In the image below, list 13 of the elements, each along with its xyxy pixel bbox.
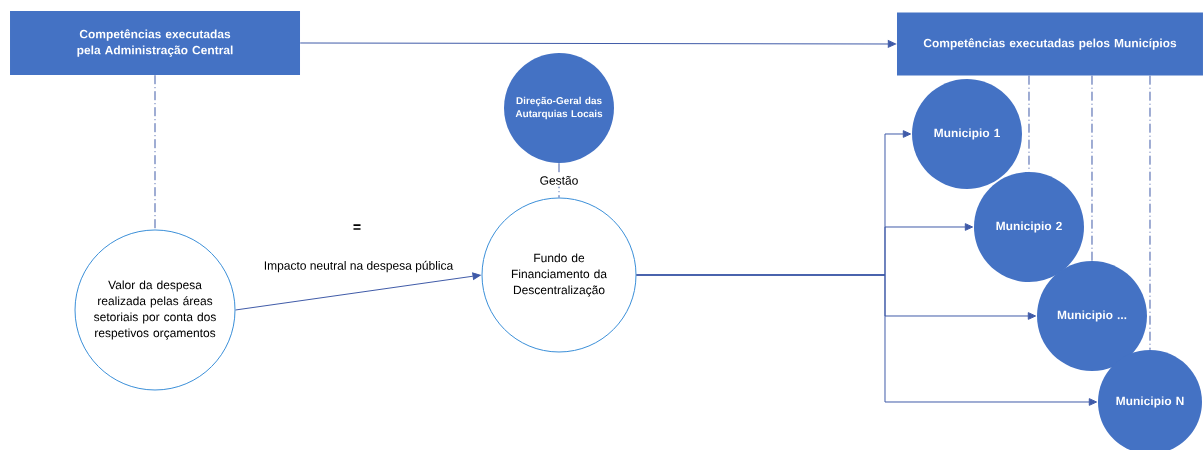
connector xyxy=(1028,75,1030,173)
equals-sign: = xyxy=(353,224,361,230)
edge-label: Impacto neutral na despesa pública xyxy=(262,259,455,274)
connector xyxy=(299,40,897,48)
header-box: Competências executadas pela Administração Central xyxy=(10,11,300,75)
connector xyxy=(558,162,560,198)
header-box: Competências executadas pelos Municípios xyxy=(897,12,1203,76)
connector xyxy=(636,274,1098,406)
connector xyxy=(1149,75,1151,351)
connector xyxy=(235,272,481,311)
connector xyxy=(154,74,156,230)
connector xyxy=(1091,75,1093,262)
edge-label: Gestão xyxy=(537,174,581,187)
